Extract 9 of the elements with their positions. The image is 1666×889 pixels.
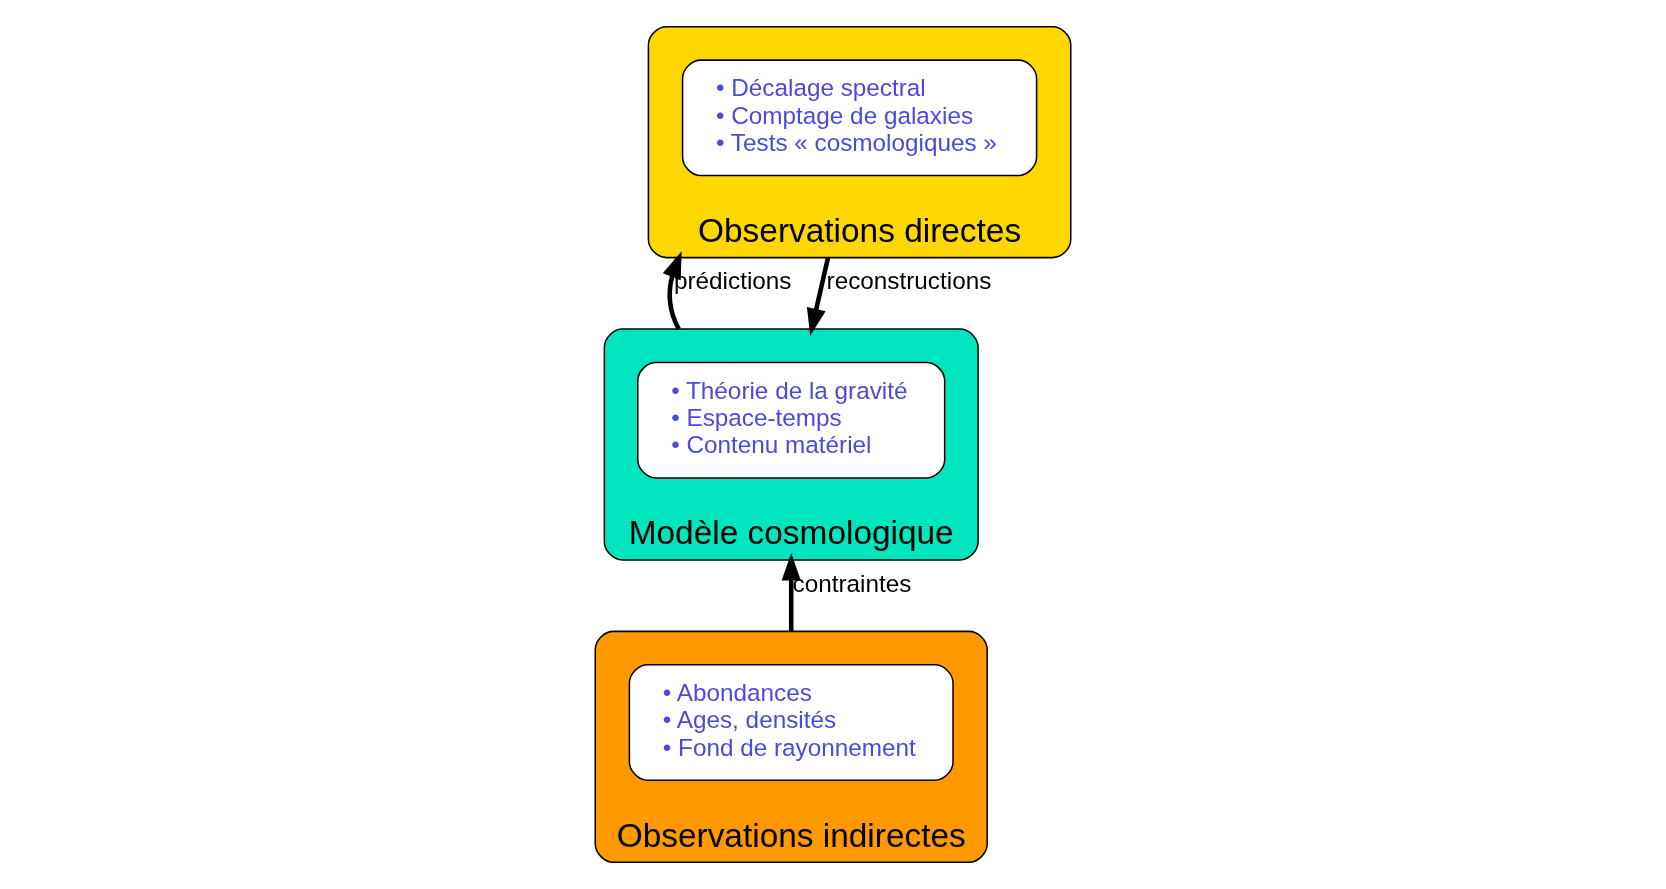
arrow (662, 251, 682, 331)
node-box: • Abondances • Ages, densités • Fond de rayonnement (628, 664, 954, 781)
edge-label: reconstructions (826, 267, 992, 295)
node-box: • Décalage spectral • Comptage de galaxies • Tests « cosmologiques » (681, 59, 1038, 177)
node-box: • Théorie de la gravité • Espace-temps • Contenu matériel (637, 361, 946, 479)
arrow (806, 257, 831, 336)
edge-label: prédictions (673, 267, 792, 295)
edge-label: contraintes (792, 569, 912, 597)
arrow (781, 553, 801, 632)
